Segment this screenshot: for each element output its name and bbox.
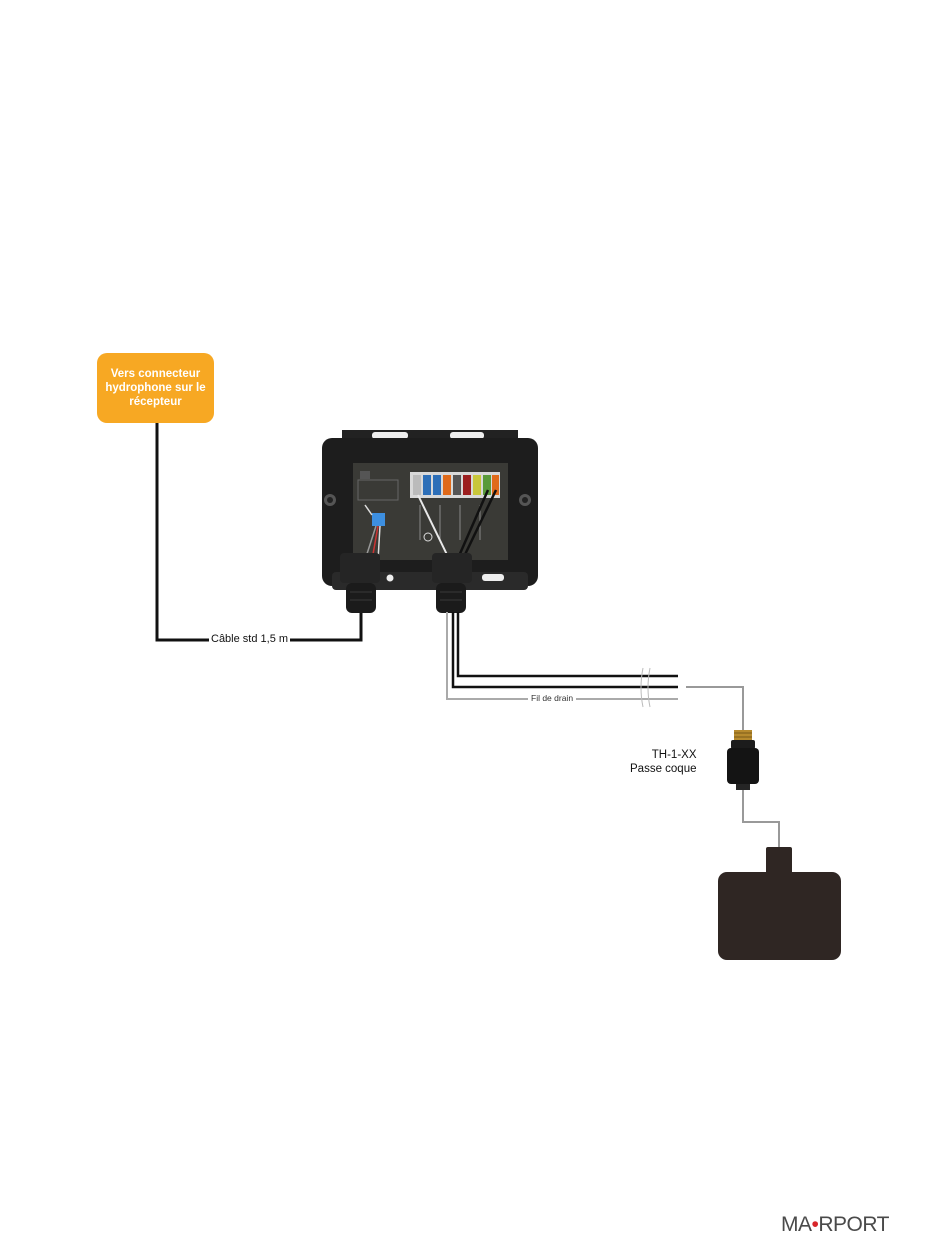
receiver-connector-box: Vers connecteur hydrophone sur le récept… (97, 353, 214, 423)
logo-part-1: MA (781, 1213, 812, 1236)
receiver-connector-label: Vers connecteur hydrophone sur le récept… (103, 367, 208, 409)
through-hull-label: TH-1-XX Passe coque (630, 748, 697, 776)
through-hull-cable (686, 687, 743, 732)
standard-cable-label: Câble std 1,5 m (209, 633, 290, 645)
drain-wire-label: Fil de drain (528, 693, 576, 703)
marport-logo: MA•RPORT (781, 1213, 889, 1237)
through-hull-model-label: TH-1-XX (630, 748, 697, 762)
logo-part-2: RPORT (818, 1213, 889, 1236)
junction-box (322, 430, 538, 613)
cable-black-1 (458, 612, 678, 676)
through-hull-fitting (727, 730, 759, 790)
hydrophone-cable (743, 790, 779, 848)
through-hull-name-label: Passe coque (630, 762, 697, 776)
hydrophone (718, 847, 841, 960)
